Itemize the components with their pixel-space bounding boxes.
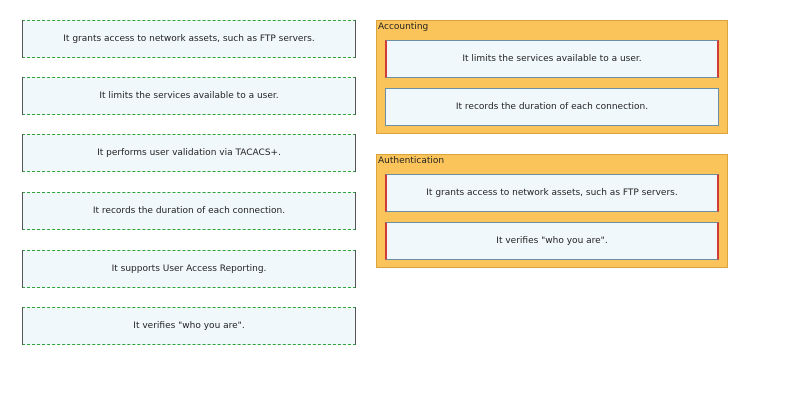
source-item-user-access-reporting[interactable]: It supports User Access Reporting.	[22, 250, 356, 288]
placed-item-limits-services[interactable]: It limits the services available to a us…	[385, 40, 719, 78]
source-item-records-duration[interactable]: It records the duration of each connecti…	[22, 192, 356, 230]
source-item-user-validation[interactable]: It performs user validation via TACACS+.	[22, 134, 356, 172]
source-item-verifies-who[interactable]: It verifies "who you are".	[22, 307, 356, 345]
source-item-label: It performs user validation via TACACS+.	[97, 148, 281, 158]
placed-item-label: It grants access to network assets, such…	[426, 188, 678, 198]
drop-zone-accounting[interactable]: Accounting It limits the services availa…	[376, 20, 728, 134]
placed-item-records-duration[interactable]: It records the duration of each connecti…	[385, 88, 719, 126]
placed-item-label: It limits the services available to a us…	[462, 54, 642, 64]
source-item-label: It verifies "who you are".	[133, 321, 245, 331]
placed-item-verifies-who[interactable]: It verifies "who you are".	[385, 222, 719, 260]
group-title-accounting: Accounting	[378, 22, 429, 32]
placed-item-grants-access[interactable]: It grants access to network assets, such…	[385, 174, 719, 212]
placed-item-label: It verifies "who you are".	[496, 236, 608, 246]
source-item-label: It supports User Access Reporting.	[111, 264, 267, 274]
group-title-authentication: Authentication	[378, 156, 445, 166]
source-item-grants-access[interactable]: It grants access to network assets, such…	[22, 20, 356, 58]
source-item-label: It grants access to network assets, such…	[63, 34, 315, 44]
source-item-label: It records the duration of each connecti…	[92, 206, 286, 216]
placed-item-label: It records the duration of each connecti…	[455, 102, 649, 112]
drop-zone-authentication[interactable]: Authentication It grants access to netwo…	[376, 154, 728, 268]
source-item-label: It limits the services available to a us…	[99, 91, 279, 101]
source-item-limits-services[interactable]: It limits the services available to a us…	[22, 77, 356, 115]
